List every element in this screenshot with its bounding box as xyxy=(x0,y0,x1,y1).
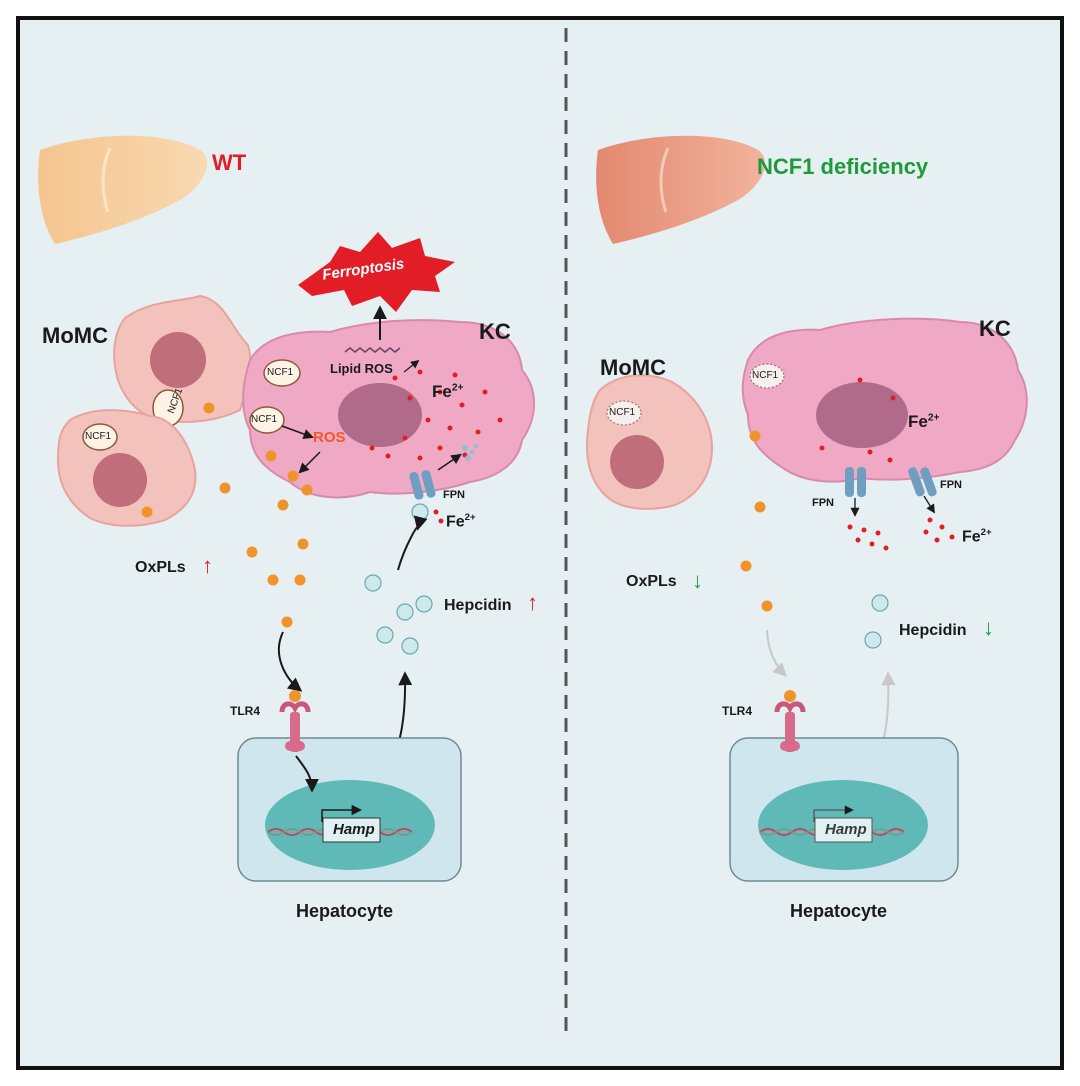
fe-outside-label: Fe2+ xyxy=(446,513,476,530)
liver-wt-lobe-line xyxy=(101,147,112,213)
ros-oxpl-arrow xyxy=(298,451,321,474)
hepatocyte-label: Hepatocyte xyxy=(296,901,394,921)
oxpls-down-arrow: ↓ xyxy=(692,568,703,593)
hepcidin-label: Hepcidin xyxy=(444,597,512,614)
ncf1-label: NCF1 xyxy=(85,431,112,442)
ncf1-deficiency-label: NCF1 deficiency xyxy=(757,154,929,179)
fpn-label: FPN xyxy=(443,489,465,501)
ncf1-ros-arrow xyxy=(281,425,314,440)
oxpls-up-arrow: ↑ xyxy=(202,553,213,578)
hamp-gene-box xyxy=(322,817,381,843)
ncf1-bubble-deficient xyxy=(606,400,642,426)
hepcidin-label-right: Hepcidin xyxy=(899,622,967,639)
ncf1-bubble xyxy=(82,423,118,451)
liver-ncf1-deficiency-icon xyxy=(596,135,766,244)
ferroptosis-burst xyxy=(298,232,455,312)
fe-efflux-arrow xyxy=(923,495,935,514)
lipid-ros-squiggle xyxy=(344,347,401,353)
momc-nucleus-lower xyxy=(93,453,147,507)
ncf1-label-right: NCF1 xyxy=(609,407,636,418)
fe-symbol: Fe xyxy=(962,528,981,546)
fe-charge: 2+ xyxy=(927,412,940,424)
momc-nucleus-upper xyxy=(150,332,206,388)
figure-frame xyxy=(16,16,1064,1070)
oxpl-dots xyxy=(141,402,313,628)
ncf1-bubble xyxy=(249,406,285,434)
ncf1-label: NCF1 xyxy=(251,414,278,425)
liver-wt-icon xyxy=(38,135,208,244)
fe-dots-kc xyxy=(369,369,503,461)
fe-kc-label: Fe2+ xyxy=(432,383,463,400)
fpn-channel-a xyxy=(845,467,866,497)
hamp-label: Hamp xyxy=(333,821,375,838)
kc-label-right: KC xyxy=(979,316,1011,341)
oxpl-to-tlr4-arrow-faint xyxy=(766,629,787,677)
fe-charge: 2+ xyxy=(980,527,992,538)
hepcidin-at-fpn xyxy=(411,503,429,521)
hepcidin-molecules xyxy=(364,574,433,655)
hamp-gene-box-right xyxy=(814,817,873,843)
ncf1-label-right: NCF1 xyxy=(752,370,779,381)
kc-label: KC xyxy=(479,319,511,344)
ncf1-label: NCF1 xyxy=(267,367,294,378)
tlr4-label: TLR4 xyxy=(230,704,260,718)
lipid-ros-arrow xyxy=(403,359,420,373)
tlr4-label-right: TLR4 xyxy=(722,704,752,718)
fe-dot xyxy=(438,518,444,524)
tlr4-signal-arrow xyxy=(295,755,319,793)
fe-dot xyxy=(433,509,439,515)
fe-dots-kc-right xyxy=(819,377,896,463)
momc-label: MoMC xyxy=(42,323,108,348)
tlr4-receptor-icon-right xyxy=(774,690,806,752)
fpn-channel xyxy=(409,470,436,500)
fe-kc-label-right: Fe2+ xyxy=(908,413,939,430)
kc-nucleus xyxy=(338,383,422,447)
hepcidin-down-arrow: ↓ xyxy=(983,615,994,640)
oxpls-label: OxPLs xyxy=(135,559,186,576)
wt-label: WT xyxy=(212,150,247,175)
momc-nucleus-right xyxy=(610,435,664,489)
hamp-label-right: Hamp xyxy=(825,821,867,838)
fpn-channel-b xyxy=(908,467,937,497)
oxpl-to-tlr4-arrow xyxy=(277,631,303,692)
fpn-label-right-a: FPN xyxy=(812,497,834,509)
transcription-arrow-right xyxy=(813,805,854,822)
oxpl-dots-right xyxy=(740,430,773,612)
fe-charge: 2+ xyxy=(464,512,476,523)
liver-ko-lobe-line xyxy=(659,147,670,213)
fe-outside-label-right: Fe2+ xyxy=(962,528,992,545)
fpn-label-right-b: FPN xyxy=(940,479,962,491)
hepcidin-molecules-right xyxy=(864,594,889,649)
momc-label-right: MoMC xyxy=(600,355,666,380)
fe-charge: 2+ xyxy=(451,382,464,394)
fe-dots-exported xyxy=(847,517,955,551)
ros-label: ROS xyxy=(313,429,346,446)
transcription-arrow xyxy=(321,804,363,822)
ncf1-bubble-deficient xyxy=(749,363,785,389)
fe-symbol: Fe xyxy=(446,513,465,531)
ncf1-bubble xyxy=(263,359,301,387)
iron-arrow xyxy=(437,453,462,471)
oxpls-label-right: OxPLs xyxy=(626,573,677,590)
fe-symbol: Fe xyxy=(908,412,928,431)
hepcidin-up-arrow: ↑ xyxy=(527,590,538,615)
tlr4-receptor-icon xyxy=(279,690,311,752)
lipid-ros-label: Lipid ROS xyxy=(330,361,393,376)
hepatocyte-label-right: Hepatocyte xyxy=(790,901,888,921)
kc-nucleus-right xyxy=(816,382,908,448)
fe-symbol: Fe xyxy=(432,382,452,401)
hepcidin-to-fpn-arrow xyxy=(397,515,428,571)
